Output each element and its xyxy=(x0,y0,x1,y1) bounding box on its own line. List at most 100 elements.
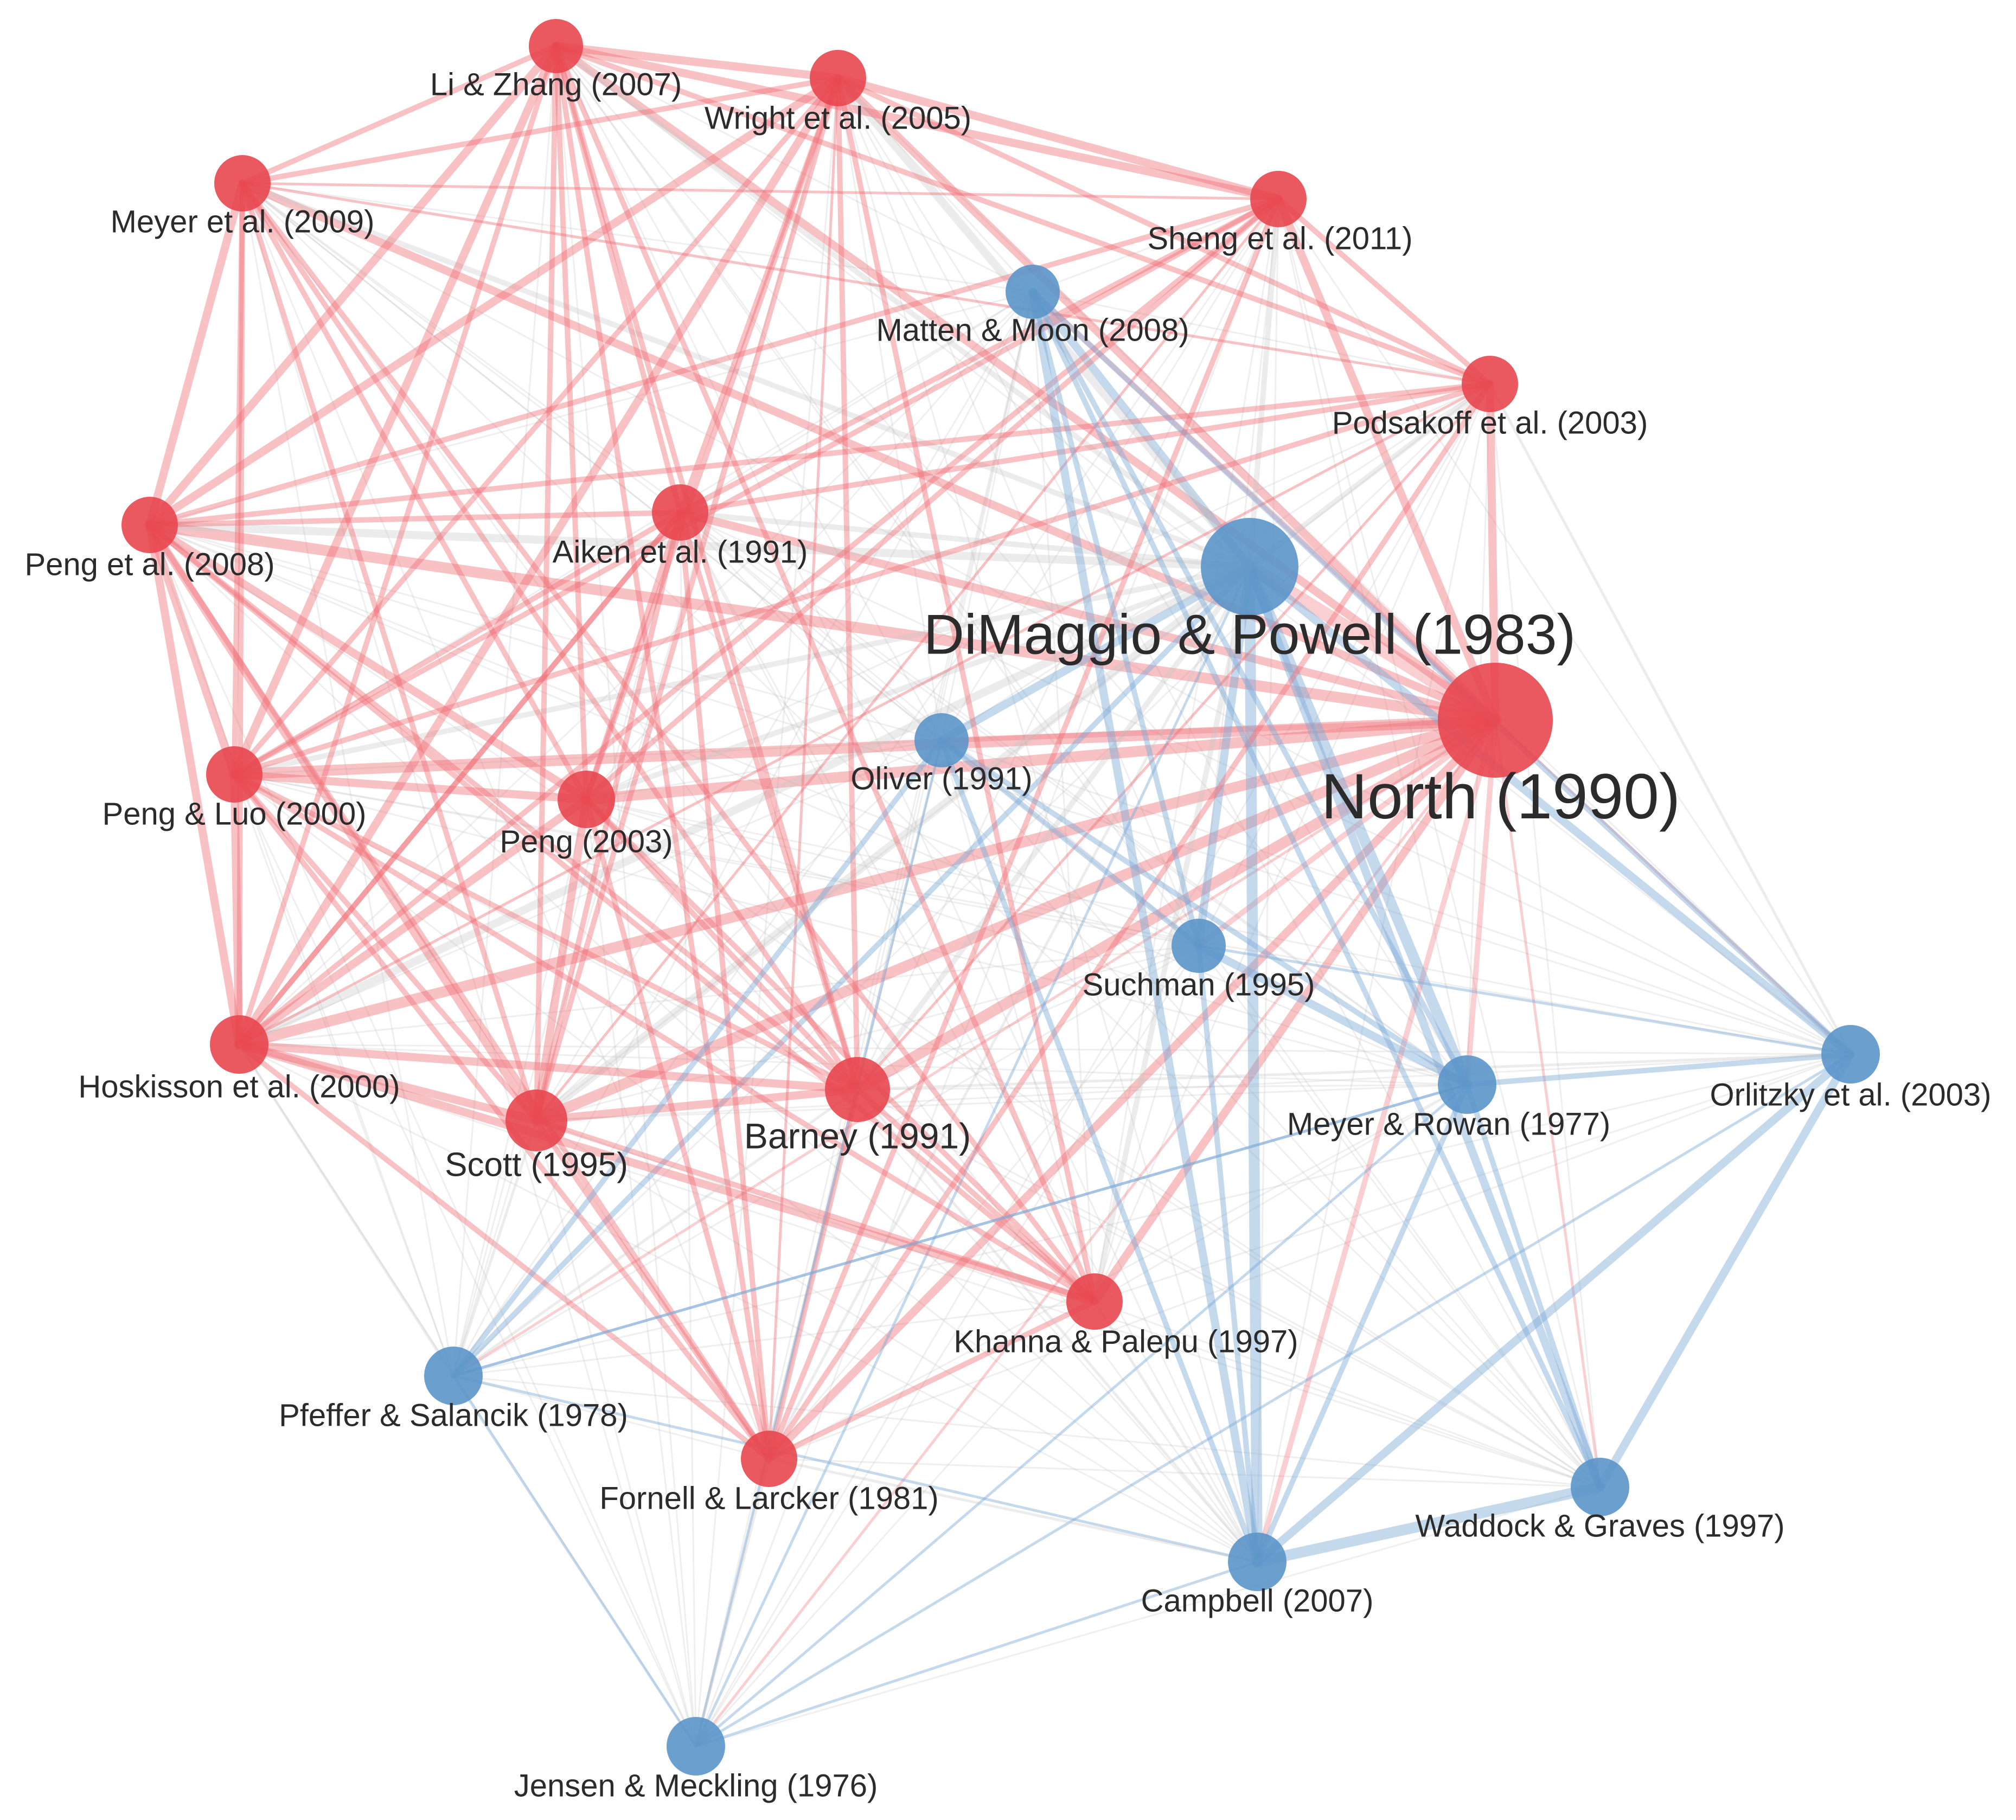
node-jensen[interactable] xyxy=(667,1717,725,1776)
edge-scott-fornell xyxy=(534,1118,772,1462)
node-sheng[interactable] xyxy=(1250,171,1307,227)
node-waddock[interactable] xyxy=(1571,1458,1629,1516)
edge-dimaggio-hoskisson xyxy=(235,562,1254,1049)
edge-aiken-khanna xyxy=(679,512,1096,1302)
edge-pengluo-fornell xyxy=(232,772,772,1462)
edge-peng2008-campbell xyxy=(149,524,1258,1563)
edge-barney-jensen xyxy=(695,1089,859,1747)
edge-meyer2009-meyerrowan xyxy=(242,182,1468,1086)
edge-dimaggio-campbell xyxy=(1244,561,1263,1567)
node-label-meyerrowan: Meyer & Rowan (1977) xyxy=(1287,1106,1610,1142)
edge-hoskisson-campbell xyxy=(239,1043,1258,1563)
edge-dimaggio-scott xyxy=(532,562,1254,1125)
node-label-matten: Matten & Moon (2008) xyxy=(876,312,1189,348)
node-layer xyxy=(121,19,1880,1776)
edge-lizhang-oliver xyxy=(555,46,943,741)
edge-matten-waddock xyxy=(1030,289,1603,1490)
node-scott[interactable] xyxy=(505,1090,567,1151)
edge-peng2008-khanna xyxy=(147,522,1097,1304)
edge-north-wright xyxy=(834,74,1500,725)
edge-lizhang-peng2003 xyxy=(553,43,589,802)
node-aiken[interactable] xyxy=(652,484,708,541)
edge-north-pfeffer xyxy=(452,719,1497,1377)
node-orlitzky[interactable] xyxy=(1821,1025,1880,1084)
edge-wright-meyerrowan xyxy=(837,78,1468,1085)
edge-hoskisson-scott xyxy=(235,1040,541,1125)
edge-oliver-waddock xyxy=(940,740,1601,1488)
edge-wright-orlitzky xyxy=(837,77,1852,1055)
edge-barney-fornell xyxy=(766,1087,860,1462)
node-pfeffer[interactable] xyxy=(424,1347,483,1405)
edge-lizhang-scott xyxy=(534,43,559,1123)
edge-peng2003-meyerrowan xyxy=(586,798,1468,1086)
edge-scott-suchman xyxy=(536,945,1199,1122)
edge-podsakoff-barney xyxy=(856,382,1492,1091)
edge-orlitzky-barney xyxy=(856,1053,1852,1091)
edge-scott-barney xyxy=(532,1085,862,1125)
node-suchman[interactable] xyxy=(1172,919,1226,973)
edge-khanna-jensen xyxy=(695,1300,1096,1747)
edge-podsakoff-aiken xyxy=(677,381,1493,515)
node-peng2008[interactable] xyxy=(121,497,178,553)
edge-meyerrowan-pfeffer xyxy=(452,1083,1469,1377)
edge-peng2008-meyerrowan xyxy=(149,524,1468,1086)
edge-fornell-campbell xyxy=(767,1457,1259,1563)
edge-scott-khanna xyxy=(534,1118,1097,1304)
node-khanna[interactable] xyxy=(1066,1273,1123,1330)
edge-wright-jensen xyxy=(695,78,839,1747)
edge-north-meyer2009 xyxy=(238,179,1500,725)
node-label-barney: Barney (1991) xyxy=(744,1116,971,1156)
node-matten[interactable] xyxy=(1006,265,1060,319)
node-label-campbell: Campbell (2007) xyxy=(1141,1583,1374,1618)
node-label-pfeffer: Pfeffer & Salancik (1978) xyxy=(279,1398,628,1433)
node-hoskisson[interactable] xyxy=(210,1015,268,1074)
node-barney[interactable] xyxy=(825,1057,890,1122)
edge-peng2008-matten xyxy=(149,291,1033,526)
edge-dimaggio-pengluo xyxy=(232,564,1252,777)
edge-hoskisson-fornell xyxy=(236,1042,772,1462)
node-north[interactable] xyxy=(1438,663,1553,778)
edge-peng2008-wright xyxy=(145,74,842,529)
edge-peng2008-orlitzky xyxy=(149,524,1851,1055)
edge-lizhang-khanna xyxy=(553,43,1097,1304)
node-fornell[interactable] xyxy=(741,1431,797,1487)
node-dimaggio[interactable] xyxy=(1201,518,1298,616)
edge-khanna-pfeffer xyxy=(453,1300,1095,1377)
edge-sheng-matten xyxy=(1032,198,1279,293)
node-meyer2009[interactable] xyxy=(214,155,271,212)
edge-dimaggio-peng2003 xyxy=(584,564,1252,802)
node-peng2003[interactable] xyxy=(558,771,615,828)
node-label-north: North (1990) xyxy=(1321,761,1680,832)
node-meyerrowan[interactable] xyxy=(1438,1055,1496,1114)
edge-pfeffer-waddock xyxy=(453,1375,1601,1488)
edge-dimaggio-oliver xyxy=(937,562,1254,745)
edge-aiken-oliver xyxy=(680,511,942,741)
edge-podsakoff-jensen xyxy=(695,383,1491,1747)
edge-sheng-pengluo xyxy=(232,196,1281,777)
edge-dimaggio-jensen xyxy=(694,565,1251,1748)
node-oliver[interactable] xyxy=(914,713,969,767)
edge-north-suchman xyxy=(1196,717,1498,949)
edge-hoskisson-oliver xyxy=(239,739,942,1046)
node-wright[interactable] xyxy=(810,50,866,106)
node-podsakoff[interactable] xyxy=(1462,356,1518,412)
node-campbell[interactable] xyxy=(1228,1533,1287,1591)
edge-jensen-pfeffer xyxy=(452,1374,697,1748)
node-pengluo[interactable] xyxy=(206,746,263,803)
edge-orlitzky-pfeffer xyxy=(453,1053,1851,1377)
edge-matten-jensen xyxy=(695,291,1034,1747)
edge-peng2003-orlitzky xyxy=(586,798,1851,1055)
node-lizhang[interactable] xyxy=(529,19,583,73)
edge-pengluo-orlitzky xyxy=(234,773,1851,1055)
edge-dimaggio-wright xyxy=(834,74,1254,571)
edge-peng2003-aiken xyxy=(584,510,683,802)
edge-aiken-meyerrowan xyxy=(680,511,1468,1086)
edge-fornell-waddock xyxy=(769,1458,1601,1488)
edge-north-lizhang xyxy=(552,42,1500,725)
edge-aiken-barney xyxy=(677,510,860,1092)
edge-matten-campbell xyxy=(1028,287,1262,1566)
edge-peng2008-suchman xyxy=(149,524,1199,947)
edge-lizhang-meyerrowan xyxy=(555,46,1468,1085)
edge-podsakoff-campbell xyxy=(1256,383,1491,1562)
